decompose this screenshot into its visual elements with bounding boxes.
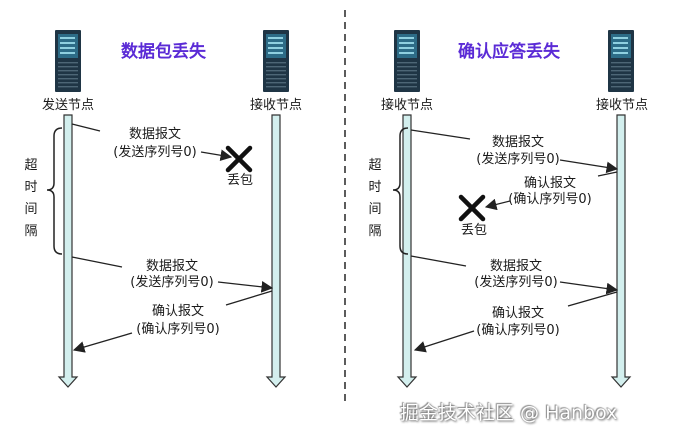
r-msg4-line-a: [567, 291, 618, 307]
right-lost-label: 丢包: [461, 223, 488, 238]
msg1-line-a: [71, 123, 101, 132]
r-msg1-line-a: [410, 129, 471, 140]
r-msg3-line-a: [410, 255, 467, 267]
right-msg4-line1: 确认报文: [491, 306, 544, 321]
left-msg1-line1: 数据报文: [128, 127, 181, 142]
r-msg4-line-b: [413, 330, 475, 353]
r-msg1-line-b: [559, 159, 619, 174]
msg1-line-b: [200, 149, 233, 162]
sender-server-icon: [55, 30, 81, 92]
receiver-server-icon: [263, 30, 289, 92]
right-msg3-line1: 数据报文: [489, 259, 542, 274]
left-panel-title: 数据包丢失: [121, 42, 206, 62]
timeout-brace: [46, 127, 63, 255]
right-lost-x-mark-icon: [461, 197, 483, 219]
left-msg1-line2: (发送序列号0): [113, 145, 197, 160]
right-msg4-line2: (确认序列号0): [476, 323, 560, 338]
left-timeout-label: 超时间隔: [24, 158, 38, 239]
r-msg2-line-a: [597, 171, 618, 177]
right-receiver-label: 接收节点: [596, 98, 649, 113]
right-sender-server-icon: [394, 30, 420, 92]
r-msg3-line-b: [559, 281, 619, 295]
left-msg3-line1: 确认报文: [151, 304, 204, 319]
right-receiver-timeline: [611, 114, 631, 388]
msg2-line-a: [71, 256, 123, 268]
left-msg3-line2: (确认序列号0): [136, 322, 220, 337]
right-msg3-line2: (发送序列号0): [474, 275, 558, 290]
lost-x-mark-icon: [228, 148, 250, 170]
msg2-line-b: [217, 281, 274, 293]
right-timeout-label: 超时间隔: [368, 158, 382, 239]
right-msg2-line2: (确认序列号0): [508, 192, 592, 207]
receiver-timeline: [266, 114, 286, 388]
sender-timeline: [58, 114, 78, 388]
left-msg2-line1: 数据报文: [145, 259, 198, 274]
r-msg2-line-b: [484, 198, 511, 211]
right-msg1-line2: (发送序列号0): [476, 152, 560, 167]
right-timeout-brace: [392, 127, 409, 255]
left-receiver-label: 接收节点: [250, 98, 303, 113]
msg3-line-b: [72, 332, 133, 353]
right-sender-label: 接收节点: [381, 98, 434, 113]
left-msg2-line2: (发送序列号0): [130, 275, 214, 290]
watermark: 掘金技术社区 @ Hanbox: [400, 402, 618, 424]
right-msg1-line1: 数据报文: [491, 135, 544, 150]
right-receiver-server-icon: [608, 30, 634, 92]
right-panel-title: 确认应答丢失: [458, 42, 560, 62]
right-msg2-line1: 确认报文: [523, 176, 576, 191]
msg3-line-a: [225, 290, 273, 306]
left-sender-label: 发送节点: [42, 98, 95, 113]
left-lost-label: 丢包: [227, 173, 254, 188]
